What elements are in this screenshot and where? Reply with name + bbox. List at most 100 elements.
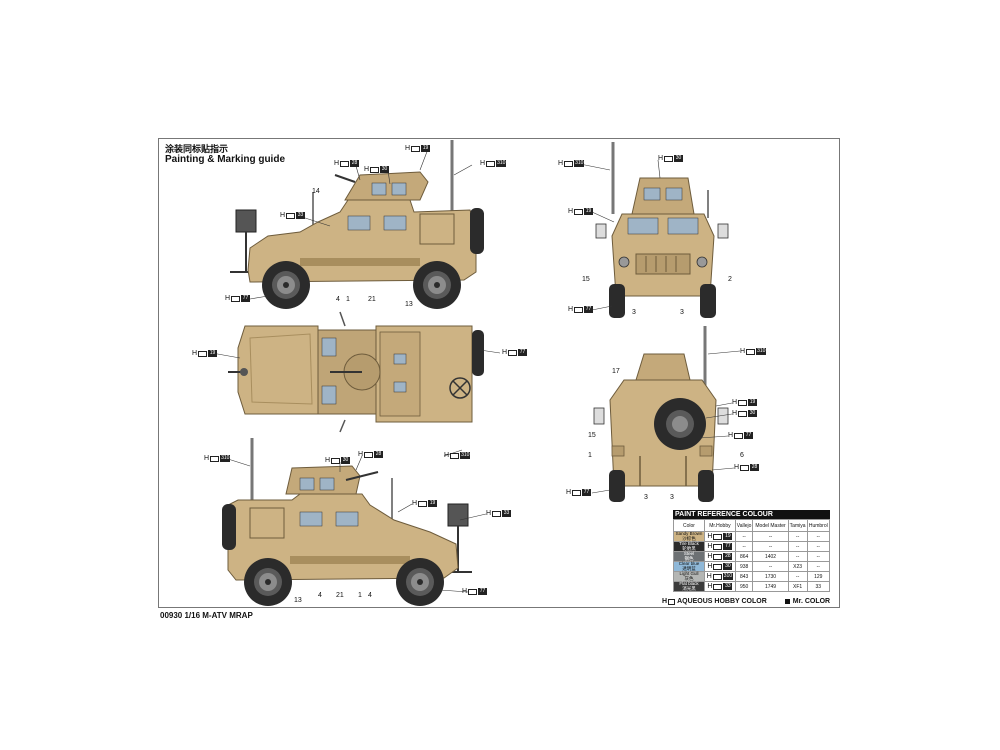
tamiya-cell: -- xyxy=(787,551,808,562)
hobby-box-icon xyxy=(668,598,676,605)
model-master-cell: -- xyxy=(752,531,789,542)
callout-2: 2 xyxy=(728,276,732,283)
callout-1: 1 xyxy=(588,452,592,459)
model-master-cell: 1730 xyxy=(752,571,789,582)
rear-view xyxy=(593,326,729,502)
humbrol-cell: -- xyxy=(806,561,831,572)
color-name: Tire Black xyxy=(679,541,699,546)
color-name: Light Gull xyxy=(679,571,699,576)
table-header-row: Color Mr.Hobby Vallejo Model Master Tami… xyxy=(673,519,831,532)
column-header: Humbrol xyxy=(806,519,831,532)
paint-reference-table: PAINT REFERENCE COLOUR Color Mr.Hobby Va… xyxy=(673,510,831,592)
column-header: Vallejo xyxy=(734,519,754,532)
callout-1: 1 xyxy=(346,296,350,303)
tamiya-cell: X23 xyxy=(787,561,808,572)
humbrol-cell: 129 xyxy=(806,571,831,582)
side-view-right xyxy=(222,438,472,606)
callout-3: 3 xyxy=(680,309,684,316)
column-header: Color xyxy=(673,519,705,532)
color-name-cn: 沙棕色 xyxy=(682,535,696,541)
front-view xyxy=(595,142,729,318)
color-name-cn: 钢色 xyxy=(684,555,694,561)
tamiya-cell: -- xyxy=(787,531,808,542)
callout-4: 4 xyxy=(368,592,372,599)
callout-4: 4 xyxy=(318,592,322,599)
callout-14: 14 xyxy=(312,188,320,195)
legend-mr: Mr. COLOR xyxy=(792,598,831,605)
callout-3: 3 xyxy=(644,494,648,501)
callout-15: 15 xyxy=(582,276,590,283)
callout-21: 21 xyxy=(336,592,344,599)
title-english: Painting & Marking guide xyxy=(165,154,286,165)
tamiya-cell: -- xyxy=(787,571,808,582)
model-master-cell: -- xyxy=(752,541,789,552)
callout-15: 15 xyxy=(588,432,596,439)
color-name: Clear blue xyxy=(678,561,700,566)
color-name-cn: 轮胎黑 xyxy=(682,545,696,551)
color-name: Flat black xyxy=(679,581,699,586)
color-name-cn: 消光黑 xyxy=(682,585,696,591)
model-master-cell: 1749 xyxy=(752,581,789,592)
humbrol-cell: 33 xyxy=(806,581,831,592)
callout-3: 3 xyxy=(632,309,636,316)
vallejo-cell: 938 xyxy=(734,561,754,572)
humbrol-cell: -- xyxy=(806,531,831,542)
hobby-code: 77 xyxy=(723,543,733,550)
vallejo-cell: 864 xyxy=(734,551,754,562)
color-name-cn: 透明蓝 xyxy=(682,565,696,571)
leader-lines xyxy=(211,148,741,593)
square-bullet-icon xyxy=(784,599,790,604)
model-master-cell: -- xyxy=(752,561,789,572)
tamiya-cell: -- xyxy=(787,541,808,552)
callout-17: 17 xyxy=(612,368,620,375)
top-view xyxy=(228,311,484,433)
model-master-cell: 1402 xyxy=(752,551,789,562)
hobby-code: 19 xyxy=(723,533,733,540)
humbrol-cell: -- xyxy=(806,551,831,562)
humbrol-cell: -- xyxy=(806,541,831,552)
vallejo-cell: 843 xyxy=(734,571,754,582)
tamiya-cell: XF1 xyxy=(787,581,808,592)
hobby-code: 28 xyxy=(723,553,733,560)
paint-table: Color Mr.Hobby Vallejo Model Master Tami… xyxy=(673,519,831,592)
guide-frame xyxy=(158,138,840,608)
callout-21: 21 xyxy=(368,296,376,303)
vallejo-cell: 950 xyxy=(734,581,754,592)
color-name-cn: 灰色 xyxy=(684,575,694,581)
callout-13: 13 xyxy=(294,597,302,604)
product-label: 00930 1/16 M-ATV MRAP xyxy=(160,611,253,620)
